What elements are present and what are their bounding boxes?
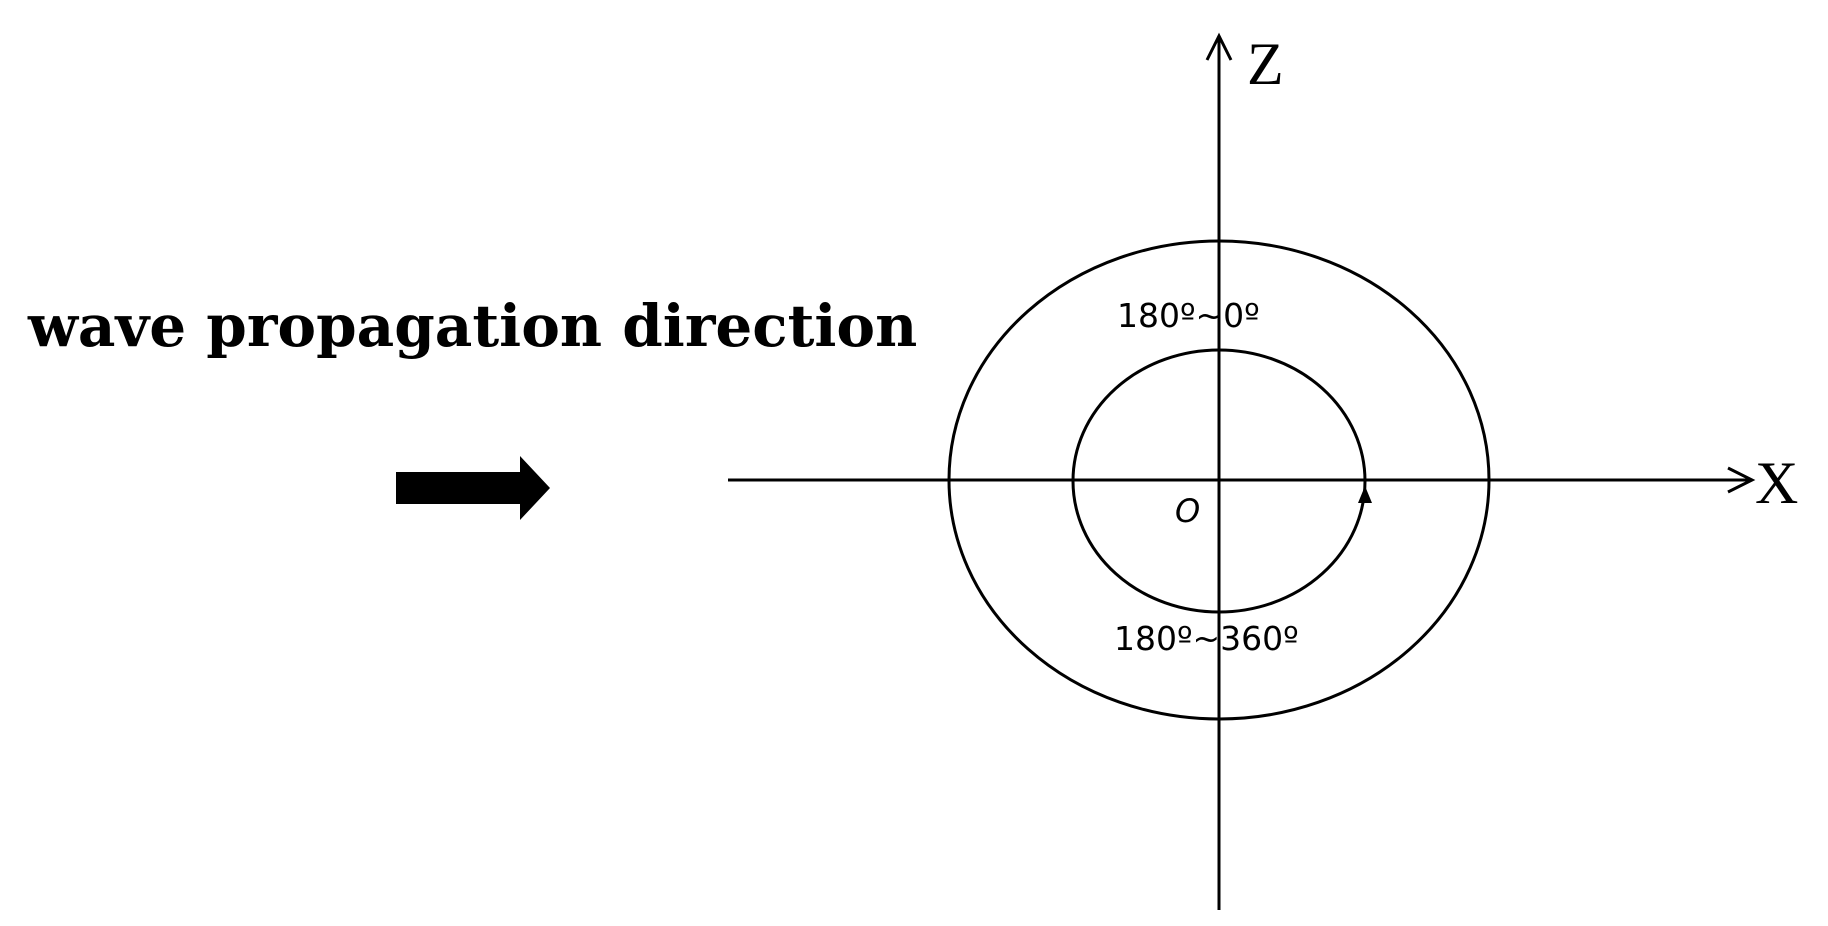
right-arrow-icon bbox=[396, 456, 550, 520]
z-axis bbox=[1205, 32, 1233, 910]
x-axis bbox=[728, 466, 1756, 494]
outer-orbit-ellipse bbox=[947, 239, 1491, 721]
z-axis-label: Z bbox=[1247, 31, 1284, 97]
bottom-angle-label: 180º~360º bbox=[1114, 619, 1299, 658]
origin-label: O bbox=[1175, 492, 1200, 530]
inner-orbit-ellipse bbox=[1071, 348, 1367, 614]
top-angle-label: 180º~0º bbox=[1117, 296, 1260, 335]
wave-direction-caption: wave propagation direction bbox=[27, 292, 917, 360]
x-axis-label: X bbox=[1755, 450, 1798, 516]
orbit-direction-arrowhead bbox=[1358, 486, 1372, 503]
